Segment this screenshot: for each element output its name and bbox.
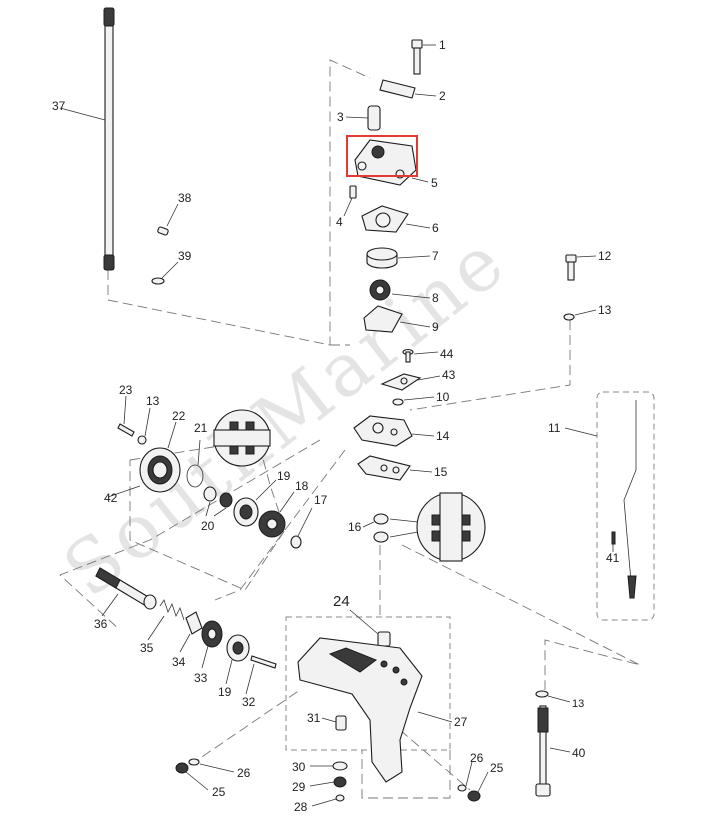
label-26-left: 26 — [237, 766, 251, 780]
label-24: 24 — [333, 593, 350, 610]
bushing-24 — [349, 609, 391, 647]
label-7: 7 — [432, 249, 439, 263]
label-28: 28 — [294, 800, 308, 814]
label-14: 14 — [436, 429, 450, 443]
label-15: 15 — [434, 465, 448, 479]
bearings-20 — [203, 486, 233, 517]
label-11: 11 — [548, 421, 561, 435]
label-39: 39 — [178, 249, 192, 263]
label-34: 34 — [172, 655, 186, 669]
label-31: 31 — [307, 711, 321, 725]
sleeve-3 — [345, 105, 381, 131]
plate-9 — [363, 305, 431, 333]
gasket-6 — [361, 205, 431, 233]
label-10: 10 — [436, 390, 450, 404]
gear-18 — [258, 491, 295, 538]
label-3: 3 — [337, 110, 344, 124]
clip-34 — [179, 611, 203, 653]
label-35: 35 — [140, 641, 154, 655]
label-9: 9 — [432, 320, 439, 334]
label-16: 16 — [348, 520, 362, 534]
washer-13-lower — [535, 690, 571, 703]
washer-26-right — [457, 761, 473, 792]
label-40: 40 — [572, 746, 586, 760]
washer-30 — [310, 761, 348, 771]
nut-29 — [309, 776, 347, 788]
insert-7 — [366, 247, 431, 269]
label-5: 5 — [431, 176, 438, 190]
gasket-15 — [357, 455, 433, 481]
gear-33 — [201, 620, 223, 669]
washer-17 — [290, 507, 313, 549]
stud-40 — [535, 705, 571, 797]
label-21: 21 — [194, 421, 208, 435]
shift-rod-11 — [564, 400, 637, 599]
plate-2 — [379, 79, 437, 99]
label-18: 18 — [295, 479, 309, 493]
washer-13-left — [137, 407, 151, 445]
impeller-8 — [369, 279, 431, 301]
label-23: 23 — [119, 383, 133, 397]
pin-41 — [611, 531, 616, 552]
label-6: 6 — [432, 221, 439, 235]
label-42: 42 — [104, 491, 118, 505]
label-12: 12 — [598, 249, 612, 263]
seal-10 — [392, 396, 435, 406]
bearings-16 — [362, 492, 486, 562]
drive-shaft-37 — [59, 7, 115, 271]
label-13-left: 13 — [146, 394, 160, 408]
label-29: 29 — [292, 780, 306, 794]
pin-4 — [343, 185, 357, 217]
label-36: 36 — [94, 617, 108, 631]
label-25-right: 25 — [490, 761, 504, 775]
bolt-25-left — [175, 762, 209, 791]
clip-39 — [151, 261, 179, 285]
spring-35 — [147, 599, 185, 641]
label-27: 27 — [454, 715, 468, 729]
label-19-lower: 19 — [218, 685, 232, 699]
label-8: 8 — [432, 291, 439, 305]
housing-22 — [107, 421, 181, 498]
bolt-1 — [411, 39, 436, 75]
highlight-box-part-5 — [346, 135, 418, 177]
washer-28 — [311, 794, 345, 807]
label-33: 33 — [194, 671, 208, 685]
label-26-right: 26 — [470, 751, 484, 765]
label-44: 44 — [440, 347, 454, 361]
plate-43 — [380, 373, 441, 391]
bearing-19-lower — [225, 634, 250, 685]
gearcase-27 — [297, 637, 453, 783]
label-20: 20 — [201, 519, 215, 533]
bolt-23 — [117, 395, 135, 437]
label-37: 37 — [52, 99, 66, 113]
housing-14 — [353, 415, 435, 447]
nut-25-right — [467, 771, 489, 802]
washer-13-upper — [563, 309, 597, 321]
label-17: 17 — [314, 493, 328, 507]
part-labels: 1 2 3 5 4 6 7 8 9 12 13 44 43 10 14 15 1… — [52, 38, 620, 814]
anode-31 — [321, 715, 347, 731]
label-2: 2 — [439, 89, 446, 103]
label-4: 4 — [336, 215, 343, 229]
label-30: 30 — [292, 760, 306, 774]
label-32: 32 — [242, 695, 256, 709]
washer-26-left — [188, 758, 235, 773]
pin-32 — [245, 655, 277, 695]
pin-38 — [157, 203, 179, 236]
o-ring-21 — [186, 409, 271, 488]
label-43: 43 — [442, 368, 456, 382]
screw-44 — [402, 348, 439, 363]
label-13-upper: 13 — [598, 303, 612, 317]
label-22: 22 — [172, 409, 186, 423]
label-38: 38 — [178, 191, 192, 205]
bearing-19-upper — [233, 479, 277, 527]
label-41: 41 — [606, 551, 620, 565]
label-13-lower: 13 — [572, 698, 584, 710]
bolt-12 — [565, 254, 597, 281]
label-25-left: 25 — [212, 785, 226, 799]
label-1: 1 — [439, 38, 446, 52]
label-19-upper: 19 — [277, 469, 291, 483]
propeller-shaft-36 — [95, 567, 157, 617]
